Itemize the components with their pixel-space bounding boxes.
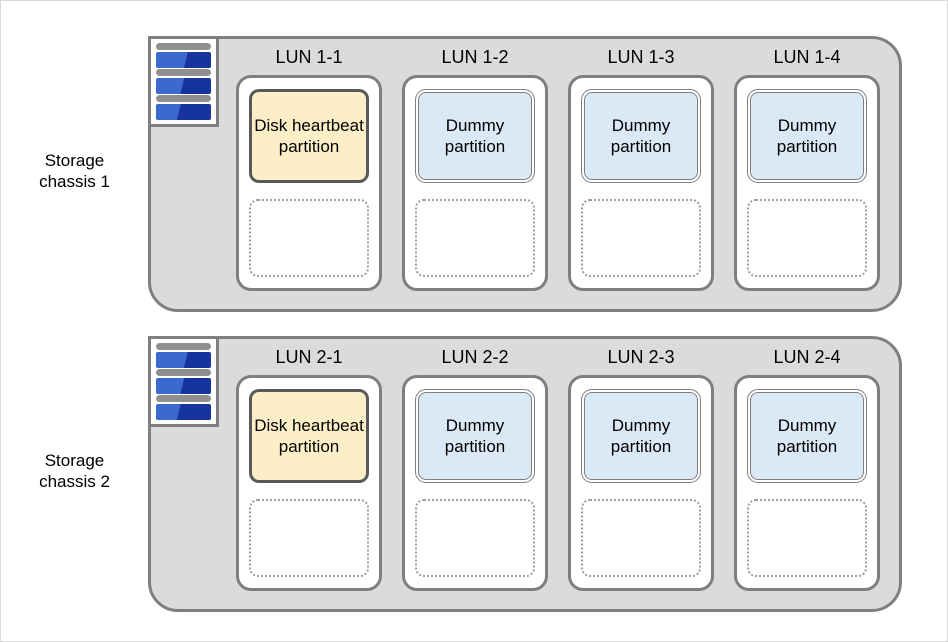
lun-column-1-3: LUN 1-3 Dummy partition [568,45,714,291]
lun-box: Dummy partition [568,75,714,291]
lun-title: LUN 1-2 [441,47,509,67]
dummy-partition-inner: Dummy partition [584,92,698,180]
empty-partition-slot [249,499,369,577]
lun-title: LUN 2-4 [773,347,841,367]
empty-partition-slot [415,499,535,577]
lun-column-2-1: LUN 2-1 Disk heartbeat partition [236,345,382,591]
lun-column-2-3: LUN 2-3 Dummy partition [568,345,714,591]
lun-box: Dummy partition [568,375,714,591]
dummy-partition-inner: Dummy partition [750,92,864,180]
dummy-partition-inner: Dummy partition [418,92,532,180]
lun-box: Disk heartbeat partition [236,75,382,291]
dummy-partition-inner: Dummy partition [418,392,532,480]
lun-title: LUN 2-1 [275,347,343,367]
disk-tray-icon [156,395,211,403]
partition-label: Disk heartbeat partition [254,116,364,156]
empty-partition-slot [249,199,369,277]
lun-column-1-2: LUN 1-2 Dummy partition [402,45,548,291]
empty-partition-slot [581,499,701,577]
dummy-partition-inner: Dummy partition [750,392,864,480]
dummy-partition: Dummy partition [415,89,535,183]
partition-label: Dummy partition [610,116,672,156]
dummy-partition: Dummy partition [747,389,867,483]
storage-chassis-2: LUN 2-1 Disk heartbeat partition LUN 2-2… [148,336,902,612]
lun-box: Dummy partition [734,375,880,591]
lun-title: LUN 2-2 [441,347,509,367]
storage-chassis-1-label: Storage chassis 1 [39,151,110,191]
dummy-partition: Dummy partition [581,89,701,183]
disk-tray-icon [156,369,211,377]
disk-drive-icon [156,103,211,120]
lun-title: LUN 1-1 [275,47,343,67]
lun-column-2-2: LUN 2-2 Dummy partition [402,345,548,591]
partition-label: Dummy partition [444,116,506,156]
disk-drive-icon [156,51,211,68]
lun-title: LUN 1-3 [607,47,675,67]
disk-heartbeat-partition: Disk heartbeat partition [249,389,369,483]
lun-box: Disk heartbeat partition [236,375,382,591]
empty-partition-slot [747,199,867,277]
lun-box: Dummy partition [734,75,880,291]
lun-column-1-1: LUN 1-1 Disk heartbeat partition [236,45,382,291]
disk-drive-icon [156,377,211,394]
storage-chassis-1: LUN 1-1 Disk heartbeat partition LUN 1-2… [148,36,902,312]
lun-title: LUN 1-4 [773,47,841,67]
lun-box: Dummy partition [402,75,548,291]
disk-tray-icon [156,43,211,50]
disk-drive-icon [156,351,211,368]
dummy-partition: Dummy partition [747,89,867,183]
storage-chassis-2-label: Storage chassis 2 [39,451,110,491]
empty-partition-slot [415,199,535,277]
dummy-partition: Dummy partition [415,389,535,483]
disk-array-icon [148,336,219,427]
lun-box: Dummy partition [402,375,548,591]
lun-title: LUN 2-3 [607,347,675,367]
disk-heartbeat-partition: Disk heartbeat partition [249,89,369,183]
disk-array-icon [148,36,219,127]
partition-label: Disk heartbeat partition [254,416,364,456]
dummy-partition: Dummy partition [581,389,701,483]
partition-label: Dummy partition [776,416,838,456]
disk-tray-icon [156,69,211,77]
partition-label: Dummy partition [610,416,672,456]
partition-label: Dummy partition [444,416,506,456]
empty-partition-slot [747,499,867,577]
dummy-partition-inner: Dummy partition [584,392,698,480]
disk-drive-icon [156,77,211,94]
disk-tray-icon [156,95,211,103]
disk-tray-icon [156,343,211,350]
disk-drive-icon [156,403,211,420]
partition-label: Dummy partition [776,116,838,156]
empty-partition-slot [581,199,701,277]
lun-column-2-4: LUN 2-4 Dummy partition [734,345,880,591]
lun-column-1-4: LUN 1-4 Dummy partition [734,45,880,291]
